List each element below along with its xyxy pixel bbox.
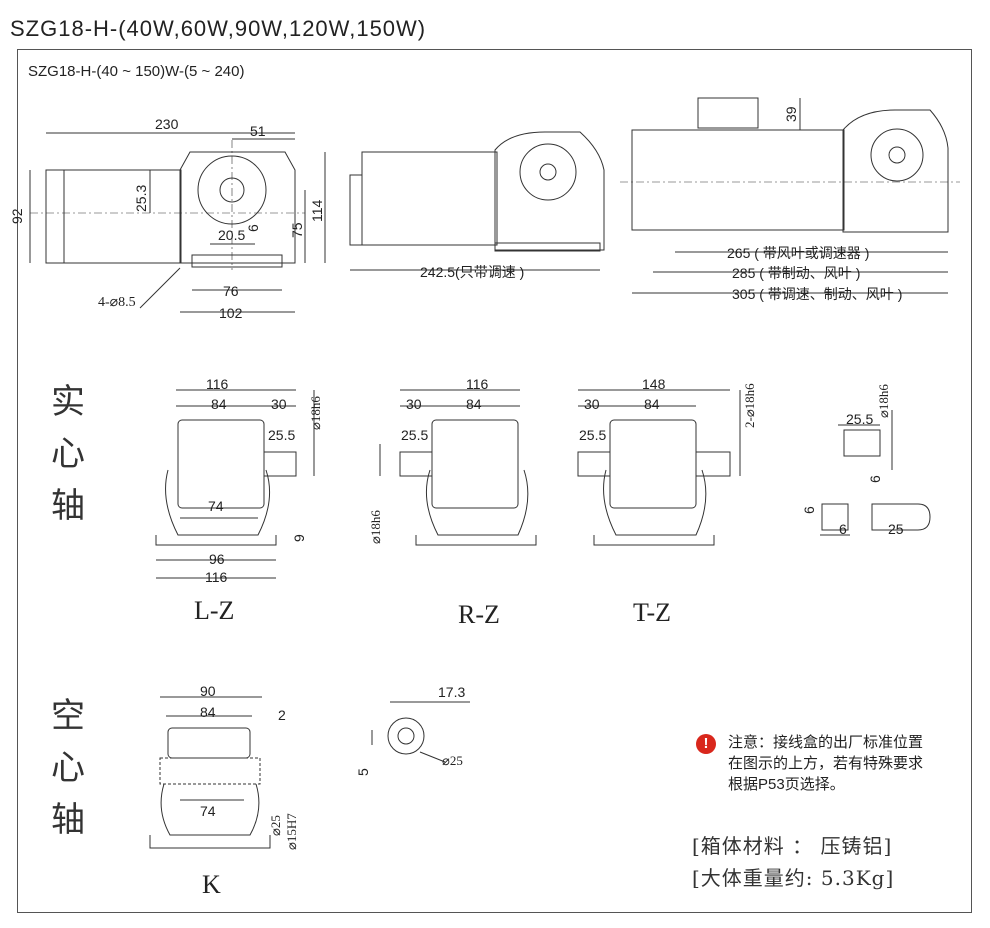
dim-25-3: 25.3 — [133, 185, 149, 212]
hollow-shaft-char: 轴 — [51, 800, 85, 840]
warning-icon: ! — [696, 734, 716, 754]
page-title: SZG18-H-(40W,60W,90W,120W,150W) — [10, 16, 427, 41]
dim-285: 285 ( 带制动、风叶 ) — [732, 265, 860, 281]
lz-116b: 116 — [205, 569, 228, 585]
rz-shaft: ⌀18h6 — [368, 510, 383, 544]
view-label-rz: R-Z — [458, 600, 500, 629]
dim-51: 51 — [250, 123, 266, 139]
view-label-tz: T-Z — [633, 598, 672, 627]
dim-76: 76 — [223, 283, 239, 299]
solid-shaft-char: 实 — [51, 382, 85, 422]
h-25: ⌀25 — [442, 753, 463, 768]
dim-265: 265 ( 带风叶或调速器 ) — [727, 245, 869, 261]
hollow-shaft-char: 心 — [51, 748, 85, 788]
k-2: 2 — [278, 707, 286, 723]
lz-25-5: 25.5 — [268, 427, 295, 443]
front-view — [29, 132, 326, 313]
lz-view — [155, 389, 315, 579]
solid-shaft-label: 实 心 轴 — [48, 376, 88, 532]
dim-4-8-5: 4-⌀8.5 — [98, 295, 136, 310]
lz-30: 30 — [271, 396, 287, 412]
tz-30: 30 — [584, 396, 600, 412]
sh-6c: 6 — [839, 521, 847, 537]
lz-116: 116 — [206, 376, 229, 392]
tz-view — [577, 389, 741, 546]
lz-84: 84 — [211, 396, 227, 412]
drawing-frame — [17, 49, 972, 913]
dim-92: 92 — [9, 208, 25, 224]
rz-30: 30 — [406, 396, 422, 412]
sh-25-5: 25.5 — [846, 411, 873, 427]
dim-102: 102 — [219, 305, 243, 321]
k-90: 90 — [200, 683, 216, 699]
k-15: ⌀15H7 — [284, 813, 299, 850]
rz-84: 84 — [466, 396, 482, 412]
tz-25-5: 25.5 — [579, 427, 606, 443]
dim-242-5: 242.5(只带调速 ) — [420, 264, 524, 280]
tz-84: 84 — [644, 396, 660, 412]
installation-note: ! 注意：接线盒的出厂标准位置在图示的上方，若有特殊要求根据P53页选择。 — [696, 732, 936, 795]
note-text: 注意：接线盒的出厂标准位置在图示的上方，若有特殊要求根据P53页选择。 — [728, 734, 924, 793]
dim-114: 114 — [309, 199, 325, 222]
view-label-lz: L-Z — [194, 596, 235, 625]
spec-material: [箱体材料 ： 压铸铝] — [692, 834, 893, 858]
accessory-view — [620, 97, 960, 294]
k-25: ⌀25 — [268, 815, 283, 836]
rz-25-5: 25.5 — [401, 427, 428, 443]
dim-230: 230 — [155, 116, 179, 132]
lz-shaft: ⌀18h6 — [308, 396, 323, 430]
tz-shaft: 2-⌀18h6 — [742, 383, 757, 428]
sh-shaft: ⌀18h6 — [876, 384, 891, 418]
hollow-shaft-char: 空 — [51, 696, 85, 736]
model-range: SZG18-H-(40 ~ 150)W-(5 ~ 240) — [28, 63, 244, 80]
h-17-3: 17.3 — [438, 684, 465, 700]
rz-view — [379, 389, 537, 546]
dim-6: 6 — [245, 224, 261, 232]
lz-9: 9 — [291, 534, 307, 542]
sh-25: 25 — [888, 521, 904, 537]
k-84: 84 — [200, 704, 216, 720]
h-5: 5 — [355, 768, 371, 776]
dim-305: 305 ( 带调速、制动、风叶 ) — [732, 286, 902, 302]
shaft-detail — [820, 410, 931, 536]
k-74: 74 — [200, 803, 216, 819]
sh-6b: 6 — [801, 506, 817, 514]
sh-6: 6 — [867, 475, 883, 483]
k-view — [149, 696, 271, 849]
solid-shaft-char: 心 — [51, 434, 85, 474]
side-view — [349, 131, 605, 271]
rz-116: 116 — [466, 376, 489, 392]
tz-148: 148 — [642, 376, 666, 392]
lz-96: 96 — [209, 551, 225, 567]
dim-75: 75 — [289, 222, 305, 238]
dim-20-5: 20.5 — [218, 227, 245, 243]
hollow-shaft-label: 空 心 轴 — [48, 690, 88, 846]
spec-weight: [大体重量约: 5.3Kg] — [692, 866, 895, 890]
dim-39: 39 — [783, 106, 799, 122]
lz-74: 74 — [208, 498, 224, 514]
solid-shaft-char: 轴 — [51, 486, 85, 526]
view-label-k: K — [202, 870, 221, 899]
hole-detail — [371, 701, 470, 763]
